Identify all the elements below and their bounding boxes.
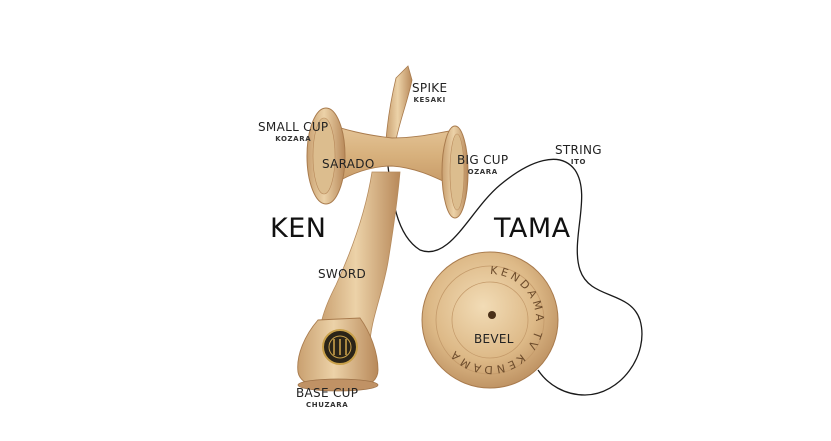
small-cup-jp: KOZARA <box>275 135 312 143</box>
label-spike: SPIKE KESAKI <box>412 82 447 104</box>
label-bevel: BEVEL <box>474 333 514 345</box>
big-cup-name: BIG CUP <box>457 153 509 167</box>
base-cup-jp: CHUZARA <box>306 401 349 409</box>
tama-hole <box>488 311 496 319</box>
emblem-icon <box>322 329 358 365</box>
base-cup-name: BASE CUP <box>296 386 359 400</box>
spike-jp: KESAKI <box>413 96 446 104</box>
string-name: STRING <box>555 143 602 157</box>
string-jp: ITO <box>570 158 587 166</box>
big-cup-jp: OZARA <box>467 168 498 176</box>
label-sarado: SARADO <box>322 158 375 170</box>
label-string: STRING ITO <box>555 144 602 166</box>
tama-ball <box>421 251 559 389</box>
bevel-name: BEVEL <box>474 332 514 346</box>
label-small-cup: SMALL CUP KOZARA <box>258 121 328 143</box>
heading-ken: KEN <box>270 213 327 244</box>
label-sword: SWORD <box>318 268 366 280</box>
heading-tama: TAMA <box>494 213 571 244</box>
sword-name: SWORD <box>318 267 367 281</box>
small-cup-name: SMALL CUP <box>258 120 329 134</box>
spike-name: SPIKE <box>412 81 448 95</box>
label-base-cup: BASE CUP CHUZARA <box>296 387 358 409</box>
sarado-name: SARADO <box>322 157 375 171</box>
ken-spike <box>385 65 413 141</box>
label-big-cup: BIG CUP OZARA <box>457 154 508 176</box>
string-line <box>385 149 643 396</box>
